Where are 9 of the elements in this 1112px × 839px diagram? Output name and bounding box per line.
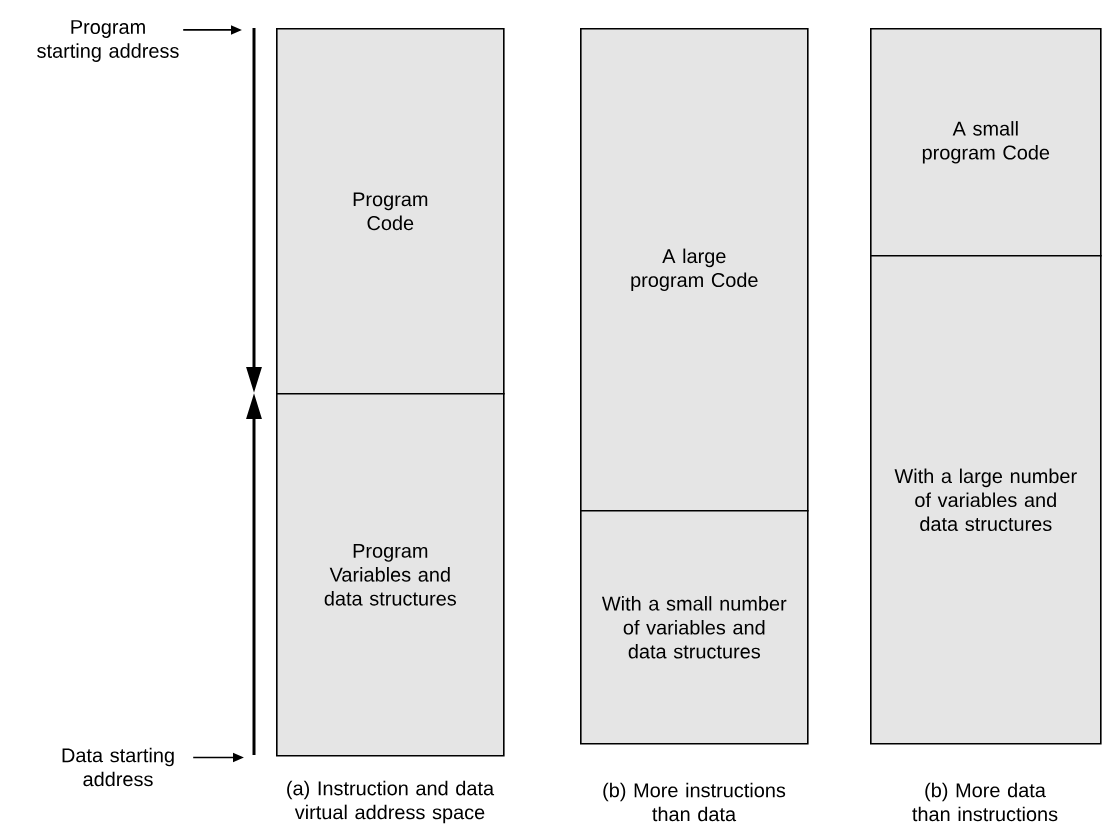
memory-box: Program Variables and data structures — [276, 393, 505, 757]
caption: (b) More data than instructions — [912, 782, 1058, 822]
address-label: Data starting address — [62, 747, 174, 787]
caption: (a) Instruction and data virtual address space — [287, 780, 495, 824]
memory-box: With a small number of variables and data structures — [580, 510, 809, 745]
caption: (b) More instructions than data — [603, 782, 786, 822]
address-label: Program starting address — [37, 20, 179, 62]
memory-box: A small program Code — [870, 28, 1102, 257]
memory-box: Program Code — [276, 28, 505, 395]
